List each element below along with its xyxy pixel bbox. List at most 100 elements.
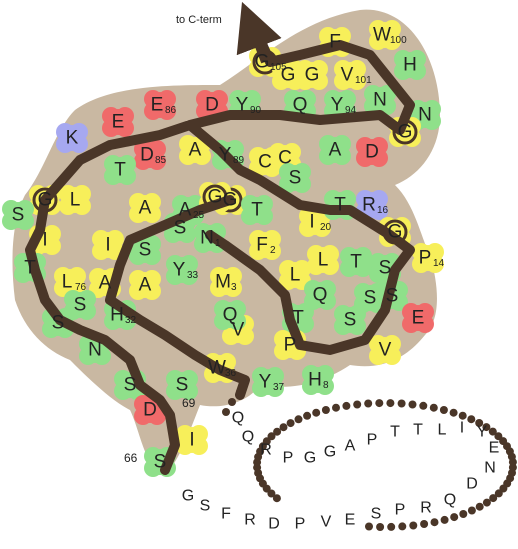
residue-blob (180, 267, 198, 285)
loop-dot (429, 403, 438, 412)
residue-blob (210, 279, 228, 297)
residue-blob (42, 320, 60, 338)
residue-blob (412, 255, 430, 273)
residue-letter: L (70, 190, 81, 211)
residue-blob (318, 292, 336, 310)
residue-blob (333, 147, 351, 165)
residue-letter: T (292, 308, 304, 329)
residue-letter: A (139, 275, 152, 296)
residue-blob (79, 347, 97, 365)
residue-letter: E (112, 112, 125, 133)
residue-blob (78, 302, 96, 320)
residue-q (304, 280, 336, 310)
residue-s (2, 200, 34, 230)
loop-dot (286, 419, 295, 428)
residue-letter: S (52, 313, 65, 334)
loop-dot (494, 489, 503, 498)
residue-letter: Y (236, 95, 249, 116)
residue-letter: S (124, 375, 137, 396)
residue-letter: G (398, 122, 413, 143)
residue-letter: S (12, 205, 25, 226)
residue-letter: N (418, 105, 432, 126)
residue-blob (354, 295, 372, 313)
residue-blob (129, 247, 147, 265)
residue-letter: S (176, 375, 189, 396)
residue-number: 105 (270, 62, 287, 73)
residue-k (56, 123, 88, 153)
residue-number: 85 (155, 155, 167, 166)
loop-residue-letter: V (321, 514, 332, 531)
residue-blob (93, 347, 111, 365)
residue-letter: G (255, 52, 270, 73)
residue-p-14 (412, 243, 444, 273)
loop-residue-letter: A (345, 438, 356, 455)
residue-letter: T (251, 200, 263, 221)
residue-blob (134, 152, 152, 170)
loop-dot (387, 522, 396, 531)
residue-s (334, 305, 366, 335)
loop-dot (482, 498, 491, 507)
loop-dot (467, 415, 476, 424)
residue-letter: R (362, 195, 376, 216)
residue-number: 36 (225, 368, 237, 379)
loop-residue-letter: G (304, 450, 316, 467)
residue-blob (56, 135, 74, 153)
residue-blob (143, 282, 161, 300)
residue-i (176, 425, 208, 455)
residue-letter: W (373, 25, 391, 46)
residue-letter: S (154, 452, 167, 473)
residue-letter: Y (259, 372, 272, 393)
loop-residue-letter: Y (477, 424, 488, 441)
loop-residue-letter: D (268, 516, 280, 533)
residue-blob (356, 149, 374, 167)
loop-residue-letter: T (390, 424, 400, 441)
residue-blob (129, 205, 147, 223)
residue-blob (348, 317, 366, 335)
residue-letter: H (110, 305, 124, 326)
loop-dot (458, 411, 467, 420)
residue-g (272, 60, 304, 90)
loop-dot (439, 406, 448, 414)
residue-letter: T (24, 258, 36, 279)
residue-blob (114, 382, 132, 400)
residue-letter: A (329, 140, 342, 161)
residue-h-8 (302, 365, 334, 395)
residue-blob (408, 62, 426, 80)
residue-blob (334, 317, 352, 335)
residue-blob (104, 312, 122, 330)
residue-q (214, 300, 246, 330)
residue-t (340, 247, 372, 277)
residue-letter: I (309, 212, 314, 233)
residue-blob (144, 459, 162, 477)
loop-dot (236, 388, 244, 396)
residue-blob (104, 167, 122, 185)
residue-letter: D (143, 400, 157, 421)
residue-letter: G (38, 190, 53, 211)
loop-dot (332, 403, 340, 412)
loop-residue-letter: L (438, 422, 447, 439)
residue-letter: E (412, 308, 425, 329)
residue-e-86 (144, 90, 176, 120)
residue-blob (272, 72, 290, 90)
residue-letter: S (364, 288, 377, 309)
loop-dot (312, 408, 321, 417)
residue-blob (313, 219, 331, 237)
residue-blob (402, 315, 420, 333)
residue-letter: D (365, 142, 379, 163)
residue-blob (319, 147, 337, 165)
loop-dot (273, 427, 282, 436)
loop-dot (342, 401, 351, 410)
residue-letter: I (189, 430, 194, 451)
residue-blob (241, 207, 259, 225)
residue-blob (73, 197, 91, 215)
residue-a (179, 135, 211, 165)
residue-l-76 (54, 267, 86, 297)
residue-d (356, 137, 388, 167)
loop-dot (430, 518, 439, 527)
residue-blob (296, 72, 314, 90)
loop-dot (376, 523, 385, 531)
loop-dot (272, 494, 281, 503)
residue-number: 101 (355, 75, 372, 86)
residue-blob (92, 242, 110, 260)
